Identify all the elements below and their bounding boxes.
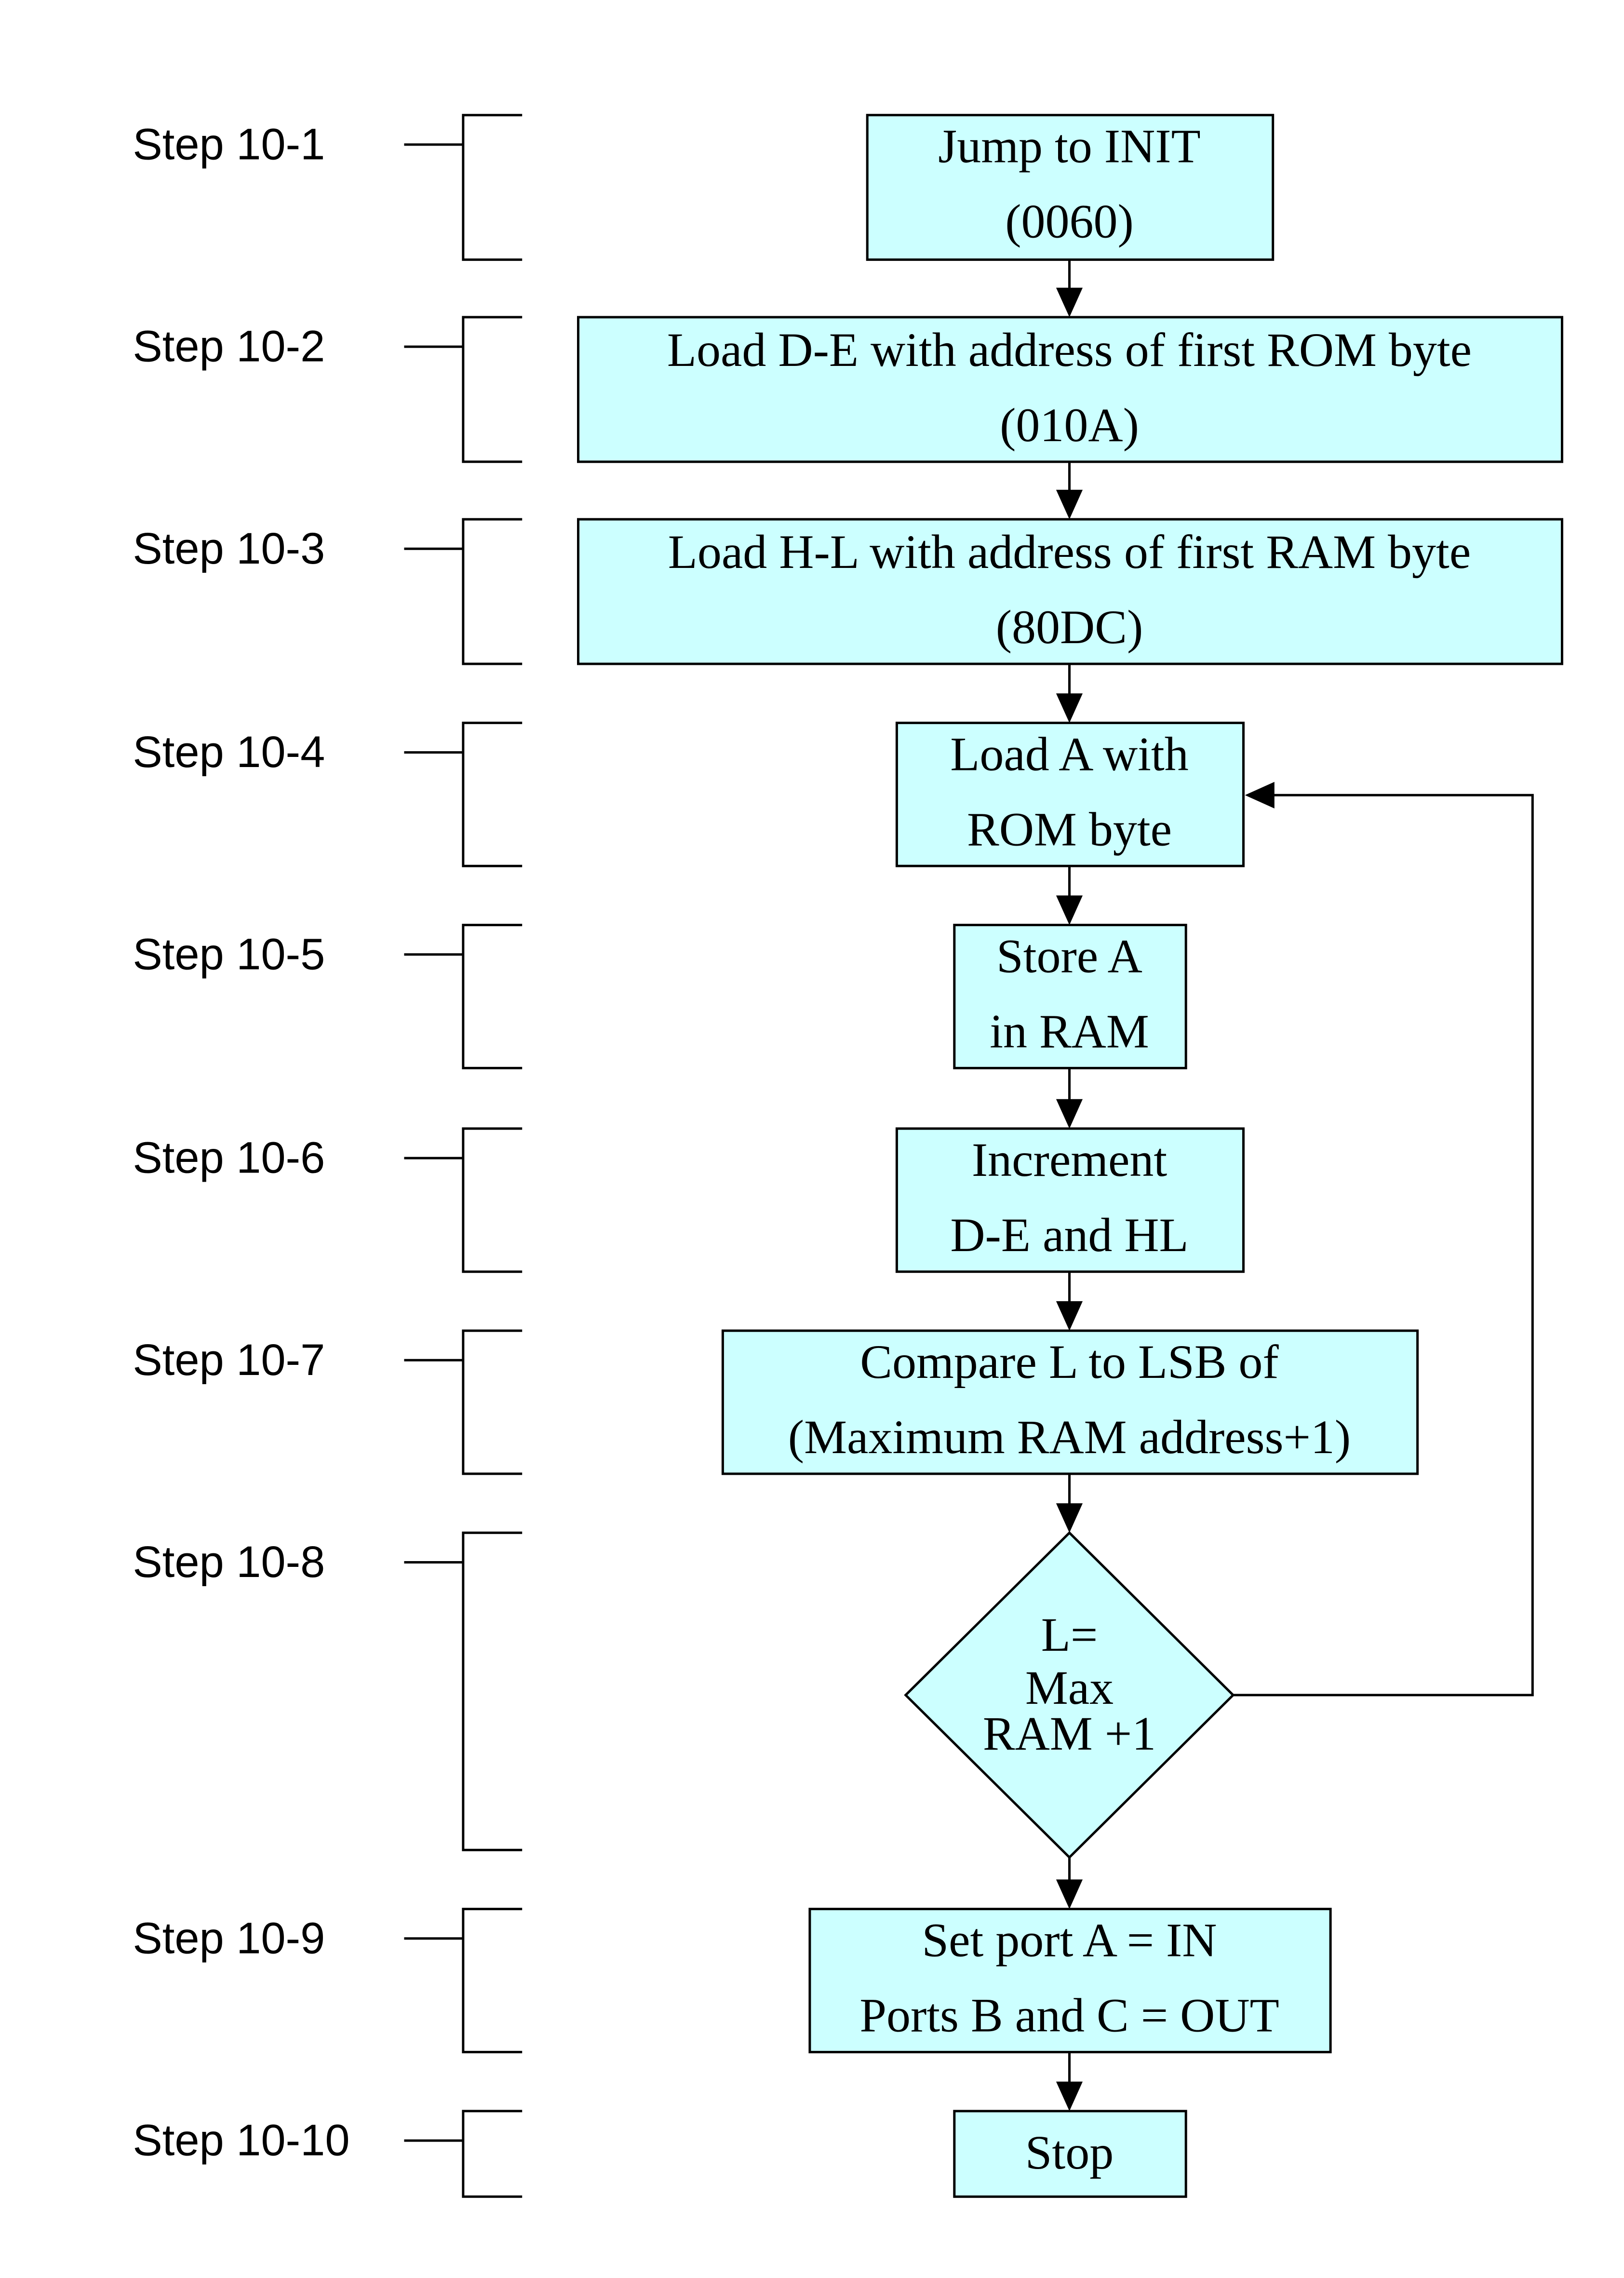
step-label: Step 10-7	[133, 1335, 325, 1385]
bracket	[462, 316, 523, 463]
node-text: (0060)	[1005, 195, 1134, 248]
arrowhead	[1056, 1301, 1083, 1331]
arrowhead	[1056, 895, 1083, 925]
node-text: (010A)	[1000, 398, 1139, 452]
node-text: Store A	[996, 930, 1142, 983]
arrowhead	[1245, 782, 1275, 809]
arrowhead	[1056, 693, 1083, 723]
bracket	[462, 721, 523, 867]
step-label: Step 10-1	[133, 120, 325, 169]
arrowhead	[1056, 489, 1083, 520]
node-text: (Maximum RAM address+1)	[788, 1410, 1351, 1464]
node-text: D-E and HL	[950, 1208, 1188, 1262]
step-label: Step 10-4	[133, 728, 325, 777]
bracket	[462, 1127, 523, 1273]
node-text: Jump to INIT	[938, 120, 1200, 173]
node-text: (80DC)	[996, 600, 1143, 654]
node-text: Compare L to LSB of	[860, 1335, 1279, 1388]
process-box	[953, 2110, 1187, 2198]
arrowhead	[1056, 287, 1083, 317]
process-box	[721, 1329, 1419, 1475]
process-box	[808, 1908, 1332, 2053]
step-label: Step 10-3	[133, 524, 325, 573]
node-text: RAM +1	[983, 1707, 1156, 1760]
step-label: Step 10-6	[133, 1133, 325, 1183]
bracket	[462, 1329, 523, 1475]
process-box	[895, 721, 1245, 867]
step-label: Step 10-10	[133, 2116, 349, 2165]
step-label: Step 10-2	[133, 322, 325, 371]
loop-back-line	[1233, 794, 1534, 1697]
node-text: Load D-E with address of first ROM byte	[667, 323, 1472, 377]
process-box	[577, 316, 1563, 463]
step-label: Step 10-9	[133, 1914, 325, 1963]
arrowhead	[1056, 1879, 1083, 1909]
bracket	[462, 2110, 523, 2198]
bracket	[462, 114, 523, 261]
arrowhead	[1056, 2081, 1083, 2111]
process-box	[577, 518, 1563, 665]
step-label: Step 10-5	[133, 930, 325, 979]
step-label: Step 10-8	[133, 1537, 325, 1587]
node-text: Increment	[972, 1133, 1168, 1186]
node-text: L=	[1041, 1608, 1098, 1661]
process-box	[895, 1127, 1245, 1273]
node-text: Load H-L with address of first RAM byte	[668, 525, 1471, 579]
node-text: Stop	[1025, 2126, 1114, 2179]
bracket	[462, 924, 523, 1069]
node-text: Load A with	[950, 727, 1188, 781]
node-text: Set port A = IN	[922, 1914, 1217, 1967]
node-text: Max	[1025, 1661, 1114, 1714]
bracket	[462, 518, 523, 665]
node-text: ROM byte	[967, 802, 1172, 856]
bracket	[462, 1908, 523, 2053]
process-box	[953, 924, 1187, 1069]
bracket	[462, 1531, 523, 1851]
arrowhead	[1056, 1503, 1083, 1533]
arrowhead	[1056, 1099, 1083, 1129]
node-text: Ports B and C = OUT	[859, 1989, 1279, 2042]
node-text: in RAM	[990, 1005, 1149, 1058]
